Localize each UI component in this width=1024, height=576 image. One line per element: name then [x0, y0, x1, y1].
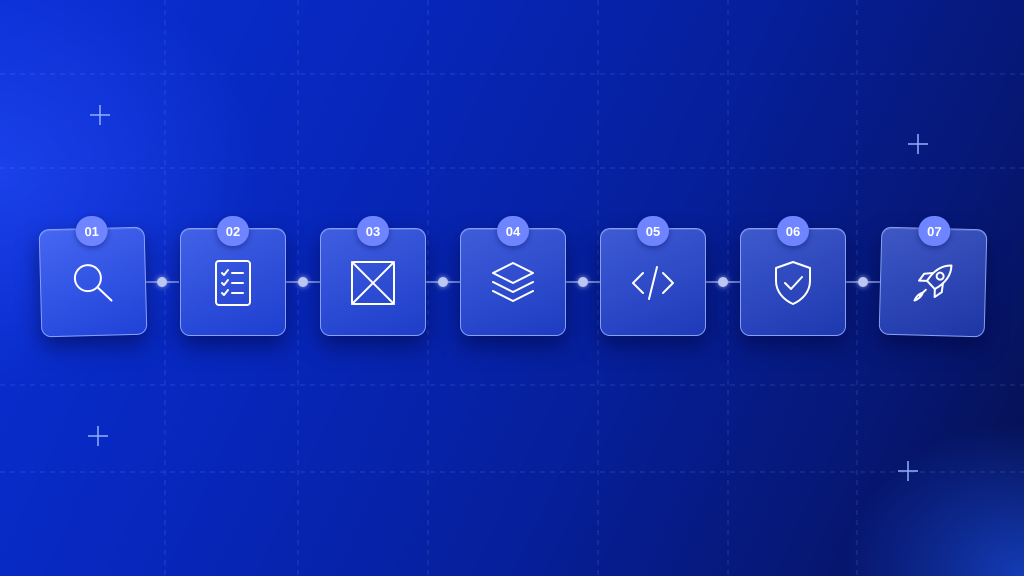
step-number-badge: 01: [75, 215, 109, 247]
plus-decoration: [90, 105, 110, 125]
step-number-badge: 06: [777, 216, 809, 246]
step-card-07: 07: [878, 215, 988, 338]
connector-dot: [298, 277, 308, 287]
connector-dot: [718, 277, 728, 287]
rocket-icon: [906, 256, 959, 309]
wireframe-icon: [347, 257, 399, 309]
step-number-badge: 03: [357, 216, 389, 246]
checklist-icon: [207, 257, 259, 309]
plus-decoration: [908, 134, 928, 154]
layers-icon: [487, 257, 539, 309]
step-number-badge: 07: [917, 215, 951, 247]
step-number-badge: 02: [217, 216, 249, 246]
connector-dot: [157, 277, 167, 287]
shield-check-icon: [767, 257, 819, 309]
plus-decoration: [898, 461, 918, 481]
step-card-02: 02: [180, 216, 286, 336]
code-icon: [627, 257, 679, 309]
connector-dot: [578, 277, 588, 287]
plus-decoration: [88, 426, 108, 446]
step-card-05: 05: [600, 216, 706, 336]
step-card-03: 03: [320, 216, 426, 336]
step-number-badge: 05: [637, 216, 669, 246]
step-number-badge: 04: [497, 216, 529, 246]
step-card-04: 04: [460, 216, 566, 336]
magnifier-icon: [66, 256, 119, 309]
step-card-06: 06: [740, 216, 846, 336]
step-card-01: 01: [38, 215, 148, 338]
connector-dot: [438, 277, 448, 287]
connector-dot: [858, 277, 868, 287]
